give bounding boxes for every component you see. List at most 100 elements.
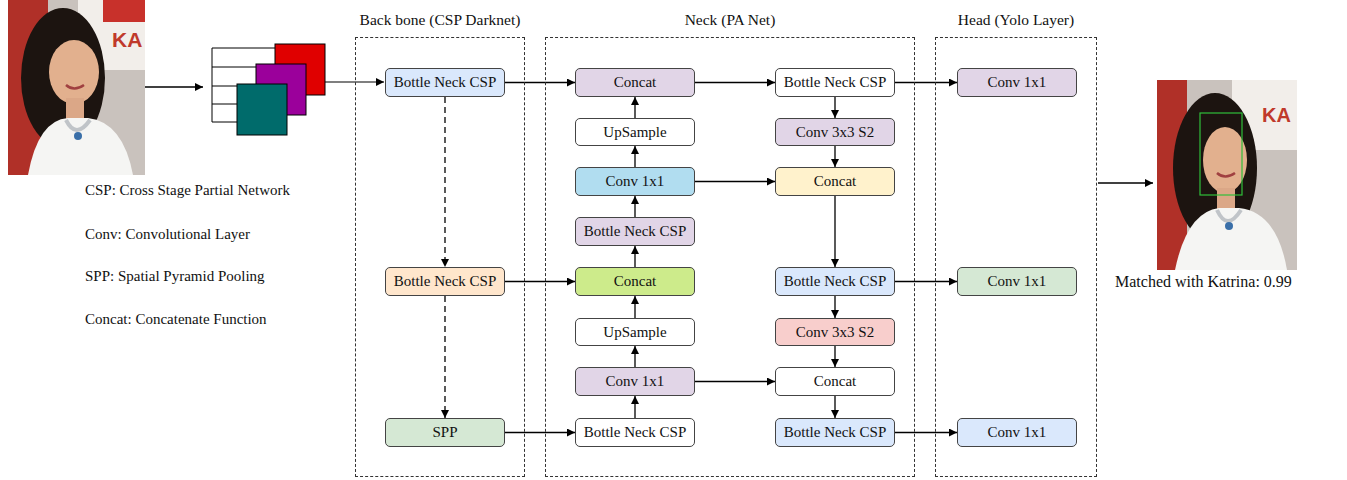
box-label: Bottle Neck CSP [394, 74, 497, 91]
box-label: Bottle Neck CSP [584, 424, 687, 441]
group-heading: Back bone (CSP Darknet) [360, 11, 521, 29]
box-label: Conv 1x1 [606, 373, 665, 390]
stage-group: Neck (PA Net)ConcatUpSampleConv 1x1Bottl… [545, 37, 915, 477]
flow-arrow [145, 86, 203, 88]
top [1175, 208, 1287, 270]
box-label: Conv 3x3 S2 [796, 324, 874, 341]
layer-box: Conv 3x3 S2 [775, 318, 895, 346]
pendant [74, 132, 82, 140]
stage-group: Back bone (CSP Darknet)Bottle Neck CSPBo… [355, 37, 525, 477]
top [28, 118, 133, 175]
layer-box: Bottle Neck CSP [775, 418, 895, 447]
box-label: Conv 1x1 [606, 173, 665, 190]
layer-box: Bottle Neck CSP [385, 267, 505, 296]
abbreviation-note: Concat: Concatenate Function [85, 311, 267, 328]
layer-box: Bottle Neck CSP [775, 267, 895, 296]
flow-connector [634, 97, 635, 118]
flow-connector [834, 196, 835, 267]
flow-connector [634, 146, 635, 167]
flow-connector [634, 396, 635, 418]
layer-box: Concat [575, 68, 695, 97]
box-label: Conv 1x1 [988, 273, 1047, 290]
box-label: Bottle Neck CSP [394, 273, 497, 290]
flow-connector [895, 432, 957, 433]
flow-connector [834, 346, 835, 367]
flow-connector [634, 246, 635, 267]
flow-connector [834, 396, 835, 418]
flow-connector [695, 181, 775, 182]
box-label: Conv 1x1 [988, 74, 1047, 91]
smile [1217, 173, 1235, 177]
layer-box: Conv 1x1 [957, 418, 1077, 447]
box-label: Concat [614, 273, 657, 290]
flow-connector [634, 196, 635, 217]
box-label: Bottle Neck CSP [584, 223, 687, 240]
flow-connector [505, 432, 575, 433]
box-label: Bottle Neck CSP [784, 273, 887, 290]
photo-ground [8, 0, 145, 175]
flow-connector [444, 296, 445, 418]
box-label: Concat [814, 373, 857, 390]
layer-box: Conv 1x1 [575, 367, 695, 396]
photo-text: KA [112, 28, 142, 52]
layer-box: Conv 3x3 S2 [775, 118, 895, 146]
smile [66, 85, 84, 89]
layer-box: SPP [385, 418, 505, 447]
output-photo [1157, 80, 1297, 270]
group-heading: Neck (PA Net) [685, 11, 776, 29]
flow-connector [834, 296, 835, 318]
flow-connector [895, 281, 957, 282]
detection-box [1200, 113, 1242, 195]
box-label: Concat [614, 74, 657, 91]
flow-connector [505, 281, 575, 282]
face [1203, 127, 1247, 193]
flow-connector [834, 146, 835, 167]
box-label: UpSample [603, 324, 666, 341]
layer-box: UpSample [575, 118, 695, 146]
photo-ground [1157, 80, 1297, 270]
stage-group: Head (Yolo Layer)Conv 1x1Conv 1x1Conv 1x… [935, 37, 1097, 477]
box-label: Bottle Neck CSP [784, 74, 887, 91]
backdrop-red [103, 0, 145, 22]
layer-box: UpSample [575, 318, 695, 346]
layer-box: Bottle Neck CSP [775, 68, 895, 97]
flow-connector [444, 97, 445, 267]
feature-map [237, 84, 287, 135]
box-label: Conv 3x3 S2 [796, 124, 874, 141]
flow-connector [695, 381, 775, 382]
layer-box: Conv 1x1 [957, 267, 1077, 296]
flow-connector [834, 97, 835, 118]
layer-box: Conv 1x1 [575, 167, 695, 196]
box-label: SPP [432, 424, 457, 441]
flow-connector [895, 82, 957, 83]
box-label: UpSample [603, 124, 666, 141]
feature-maps [212, 44, 325, 135]
necklace [66, 120, 90, 130]
face [49, 40, 99, 104]
photo-text: KA [1262, 104, 1291, 127]
abbreviation-note: Conv: Convolutional Layer [85, 226, 250, 243]
pendant [1225, 222, 1233, 230]
layer-box: Bottle Neck CSP [385, 68, 505, 97]
layer-box: Concat [775, 367, 895, 396]
box-label: Conv 1x1 [988, 424, 1047, 441]
layer-box: Conv 1x1 [957, 68, 1077, 97]
abbreviation-note: CSP: Cross Stage Partial Network [85, 182, 290, 199]
layer-box: Concat [775, 167, 895, 196]
abbreviation-note: SPP: Spatial Pyramid Pooling [85, 268, 265, 285]
flow-connector [634, 296, 635, 318]
flow-arrow [1098, 182, 1153, 184]
result-label: Matched with Katrina: 0.99 [1115, 273, 1292, 291]
layer-box: Bottle Neck CSP [575, 418, 695, 447]
flow-connector [695, 82, 775, 83]
layer-box: Bottle Neck CSP [575, 217, 695, 246]
box-label: Concat [814, 173, 857, 190]
necklace [1217, 210, 1241, 221]
layer-box: Concat [575, 267, 695, 296]
box-label: Bottle Neck CSP [784, 424, 887, 441]
flow-connector [634, 346, 635, 367]
flow-connector [505, 82, 575, 83]
group-heading: Head (Yolo Layer) [958, 11, 1074, 29]
input-photo [8, 0, 145, 175]
